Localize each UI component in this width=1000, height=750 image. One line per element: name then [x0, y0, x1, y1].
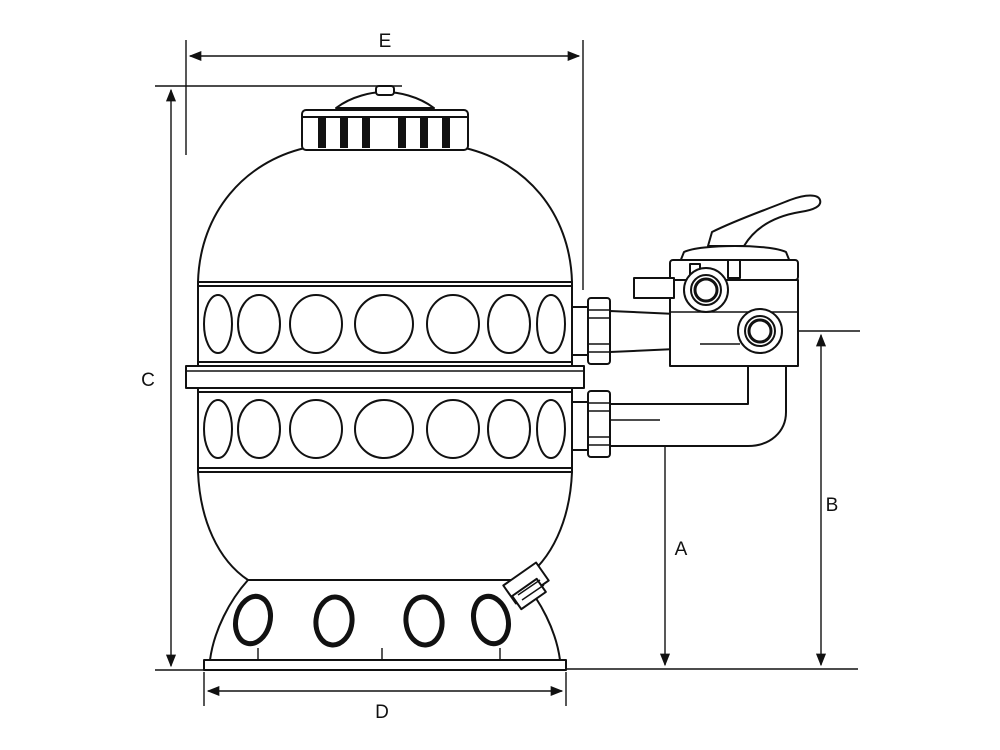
tank-base [203, 561, 567, 671]
drain-plug [502, 561, 550, 611]
upper-port-union [587, 297, 611, 365]
upper-band-ovals [203, 294, 566, 354]
lower-pipe-elbow [609, 365, 787, 447]
tank-upper-dome [197, 147, 573, 283]
label-b: B [826, 495, 839, 516]
valve-handle [707, 194, 822, 247]
lower-port-union [587, 390, 611, 458]
label-d: D [375, 702, 389, 723]
upper-pipe [609, 310, 677, 353]
valve-side-tab [633, 277, 675, 299]
valve-top-cap [679, 245, 791, 263]
tank-lid [301, 85, 469, 151]
lower-band-ovals [203, 399, 566, 459]
label-a: A [675, 539, 688, 560]
base-holes [233, 593, 511, 648]
multiport-valve [633, 194, 822, 367]
base-foot [203, 659, 567, 671]
tank-lower-bowl [197, 471, 573, 581]
label-e: E [379, 31, 392, 52]
label-c: C [141, 370, 155, 391]
tank [185, 147, 585, 581]
tank-middle-ring [185, 365, 585, 389]
